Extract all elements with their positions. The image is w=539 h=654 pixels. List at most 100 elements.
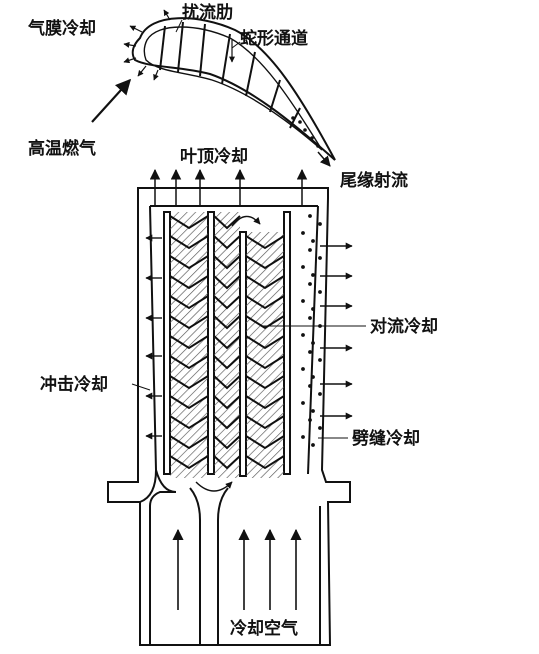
tip-u-turn xyxy=(231,215,261,227)
slot-dot xyxy=(308,418,312,422)
slot-dot xyxy=(318,256,322,260)
airfoil-ribs xyxy=(159,21,301,129)
trailing-jet-arrow xyxy=(317,151,331,167)
slot-dot xyxy=(308,316,312,320)
chevron-rib xyxy=(213,275,241,290)
label-slot-cooling: 劈缝冷却 xyxy=(352,428,420,449)
slot-dot xyxy=(301,299,305,303)
chevron-rib xyxy=(213,375,241,390)
slot-dot xyxy=(308,214,312,218)
chevron-rib xyxy=(169,415,209,430)
slot-dot xyxy=(318,222,322,226)
label-cooling-air: 冷却空气 xyxy=(230,618,298,639)
slot-dot xyxy=(311,239,315,243)
slot-dot xyxy=(311,307,315,311)
tip-cooling-arrows xyxy=(149,168,308,205)
chevron-rib xyxy=(213,395,241,410)
chevron-rib xyxy=(213,435,241,450)
labels: 气膜冷却 扰流肋 蛇形通道 高温燃气 叶顶冷却 尾缘射流 对流冷却 冲击冷却 劈… xyxy=(27,2,438,639)
slot-dot xyxy=(308,282,312,286)
slot-dot xyxy=(318,358,322,362)
chevron-rib xyxy=(213,215,241,230)
slot-dot xyxy=(318,392,322,396)
rib-wall-3 xyxy=(239,231,247,477)
slot-dot xyxy=(301,265,305,269)
hatch-zone-3 xyxy=(246,232,284,478)
airfoil-outer xyxy=(131,17,336,161)
hub-u-turn xyxy=(195,481,233,492)
slot-dot xyxy=(301,435,305,439)
airfoil-section xyxy=(123,9,336,167)
chevron-rib xyxy=(213,415,241,430)
slot-dot xyxy=(308,384,312,388)
chevron-rib xyxy=(169,315,209,330)
chevron-rib xyxy=(169,395,209,410)
slot-dot xyxy=(308,350,312,354)
hub-left-wall xyxy=(139,469,157,503)
label-serpentine-channel: 蛇形通道 xyxy=(240,28,308,49)
slot-dot xyxy=(311,375,315,379)
slot-dot xyxy=(311,443,315,447)
chevron-rib xyxy=(169,295,209,310)
rib-wall-1 xyxy=(163,211,171,475)
chevron-rib xyxy=(213,355,241,370)
chevron-rib xyxy=(245,355,285,370)
leader-lines xyxy=(131,325,366,439)
chevron-rib xyxy=(169,435,209,450)
chevron-rib xyxy=(245,295,285,310)
chevron-rib xyxy=(245,435,285,450)
blade-outer-contour xyxy=(107,187,351,646)
airfoil-inner xyxy=(143,26,323,151)
chevron-rib xyxy=(169,275,209,290)
chevron-rib xyxy=(169,235,209,250)
hub-passages xyxy=(149,487,321,645)
chevron-rib xyxy=(169,375,209,390)
label-convection-cooling: 对流冷却 xyxy=(370,316,438,337)
slot-dot xyxy=(301,401,305,405)
label-turbulator-rib: 扰流肋 xyxy=(182,2,233,23)
slot-dot xyxy=(308,248,312,252)
chevron-rib xyxy=(169,355,209,370)
label-tip-cooling: 叶顶冷却 xyxy=(180,146,248,167)
chevron-rib xyxy=(245,255,285,270)
impingement-arrows xyxy=(145,234,162,440)
chevron-rib xyxy=(169,455,209,470)
chevron-rib xyxy=(245,335,285,350)
chevron-rib xyxy=(213,315,241,330)
label-film-cooling: 气膜冷却 xyxy=(27,18,96,39)
slot-dot xyxy=(301,333,305,337)
slot-dot xyxy=(311,409,315,413)
label-impingement-cooling: 冲击冷却 xyxy=(40,374,108,395)
chevron-rib xyxy=(245,235,285,250)
chevron-rib xyxy=(245,315,285,330)
trailing-edge-arrows xyxy=(320,242,353,420)
slot-dot xyxy=(301,367,305,371)
hatch-zone-2 xyxy=(214,212,240,478)
trailing-edge-dots xyxy=(291,116,320,148)
chevron-rib xyxy=(169,215,209,230)
slot-cooling-dots xyxy=(301,214,322,447)
chevron-rib xyxy=(245,395,285,410)
slot-dot xyxy=(318,290,322,294)
chevron-rib xyxy=(213,235,241,250)
rib-wall-4 xyxy=(283,211,291,475)
slot-dot xyxy=(311,341,315,345)
film-cooling-arrows xyxy=(123,9,171,81)
chevron-rib xyxy=(245,415,285,430)
top-leader-lines xyxy=(175,19,241,49)
chevron-rib xyxy=(245,275,285,290)
cooling-air-arrows xyxy=(172,528,302,610)
chevron-rib xyxy=(213,255,241,270)
chevron-rib xyxy=(245,375,285,390)
chevron-rib xyxy=(213,455,241,470)
chevron-rib xyxy=(213,335,241,350)
label-trailing-edge-jet: 尾缘射流 xyxy=(340,170,408,191)
slot-dot xyxy=(311,273,315,277)
chevron-rib xyxy=(245,455,285,470)
chevron-rib xyxy=(213,295,241,310)
hatch-zone-1 xyxy=(170,212,208,478)
chevron-ribs xyxy=(169,215,285,470)
slot-dot xyxy=(301,231,305,235)
